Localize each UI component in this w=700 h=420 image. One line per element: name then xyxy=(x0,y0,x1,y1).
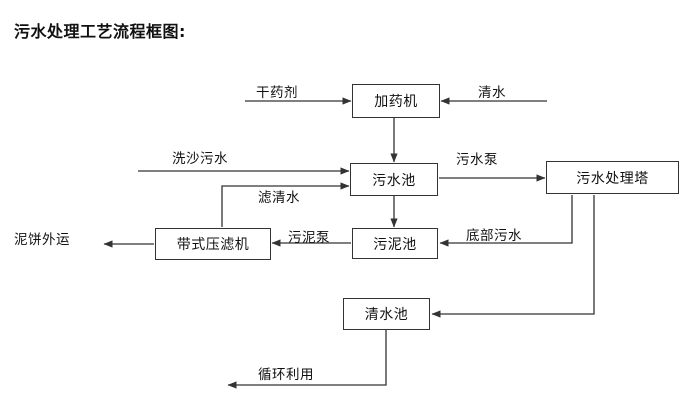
edge-tower-to-clearpool xyxy=(431,195,595,318)
terminal-label-mudcake-transport: 泥饼外运 xyxy=(14,232,70,248)
edge-label-sludge-pump: 污泥泵 xyxy=(288,230,330,246)
node-label: 加药机 xyxy=(374,94,418,110)
node-belt-filter-press[interactable]: 带式压滤机 xyxy=(155,228,271,260)
node-label: 清水池 xyxy=(364,307,409,323)
node-clear-water-pool[interactable]: 清水池 xyxy=(343,298,430,330)
node-sludge-pool[interactable]: 污泥池 xyxy=(352,228,438,259)
node-label: 污水池 xyxy=(372,172,416,189)
node-wastewater-treatment-tower[interactable]: 污水处理塔 xyxy=(546,161,679,194)
node-wastewater-pool[interactable]: 污水池 xyxy=(350,163,438,196)
node-label: 污泥池 xyxy=(373,236,417,253)
page-title: 污水处理工艺流程框图: xyxy=(14,22,186,41)
node-label: 带式压滤机 xyxy=(176,237,250,253)
node-dosing-machine[interactable]: 加药机 xyxy=(352,84,440,118)
edge-tower-to-sludge-bottomwaste xyxy=(439,195,573,247)
edge-clearpool-to-recycle xyxy=(227,330,387,389)
edge-label-clean-water: 清水 xyxy=(478,85,506,101)
edge-label-wastewater-pump: 污水泵 xyxy=(456,152,498,168)
edge-label-sand-wash-wastewater: 洗沙污水 xyxy=(172,151,228,167)
edge-label-filtered-water: 滤清水 xyxy=(258,190,300,206)
edge-label-bottom-wastewater: 底部污水 xyxy=(466,228,522,244)
edge-press-to-wastepool-filtrate xyxy=(221,182,350,227)
node-label: 污水处理塔 xyxy=(576,170,649,187)
edge-label-recycle-reuse: 循环利用 xyxy=(258,367,314,383)
edge-label-dry-agent: 干药剂 xyxy=(256,85,298,101)
